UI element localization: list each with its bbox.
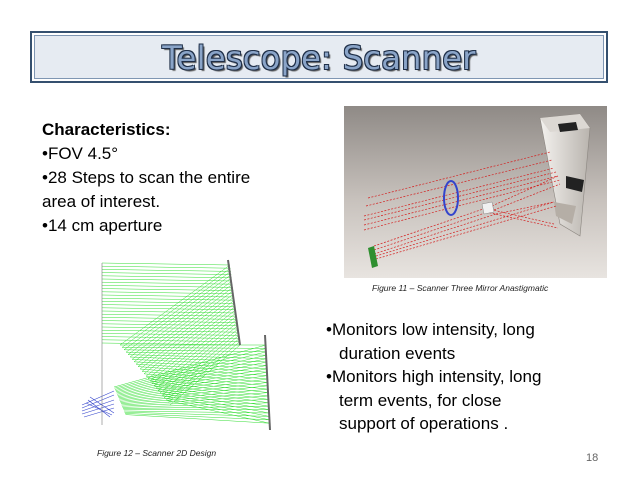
title-box: Telescope: Scanner [30,31,608,83]
figure-12-caption: Figure 12 – Scanner 2D Design [97,448,217,458]
figure-11-caption: Figure 11 – Scanner Three Mirror Anastig… [372,283,549,293]
page-number: 18 [586,452,599,464]
figure-11-image [344,106,607,278]
characteristic-line: area of interest. [42,192,161,211]
slide-title: Telescope: Scanner [162,39,476,77]
figure-12-image [81,259,271,431]
bullet-continuation: term events, for close [339,390,502,410]
bullet-continuation: duration events [339,343,456,363]
bullet-continuation: support of operations . [339,414,509,433]
bullet-item: •Monitors high intensity, long [326,367,542,386]
characteristic-line: •28 Steps to scan the entire [42,168,251,187]
characteristic-line: •14 cm aperture [42,216,163,235]
characteristics-heading: Characteristics: [42,120,171,139]
bullet-list: •Monitors low intensity, long duration e… [326,318,626,436]
characteristics-block: Characteristics: •FOV 4.5° •28 Steps to … [42,118,302,238]
characteristic-line: •FOV 4.5° [42,144,119,163]
bullet-item: •Monitors low intensity, long [326,320,535,339]
